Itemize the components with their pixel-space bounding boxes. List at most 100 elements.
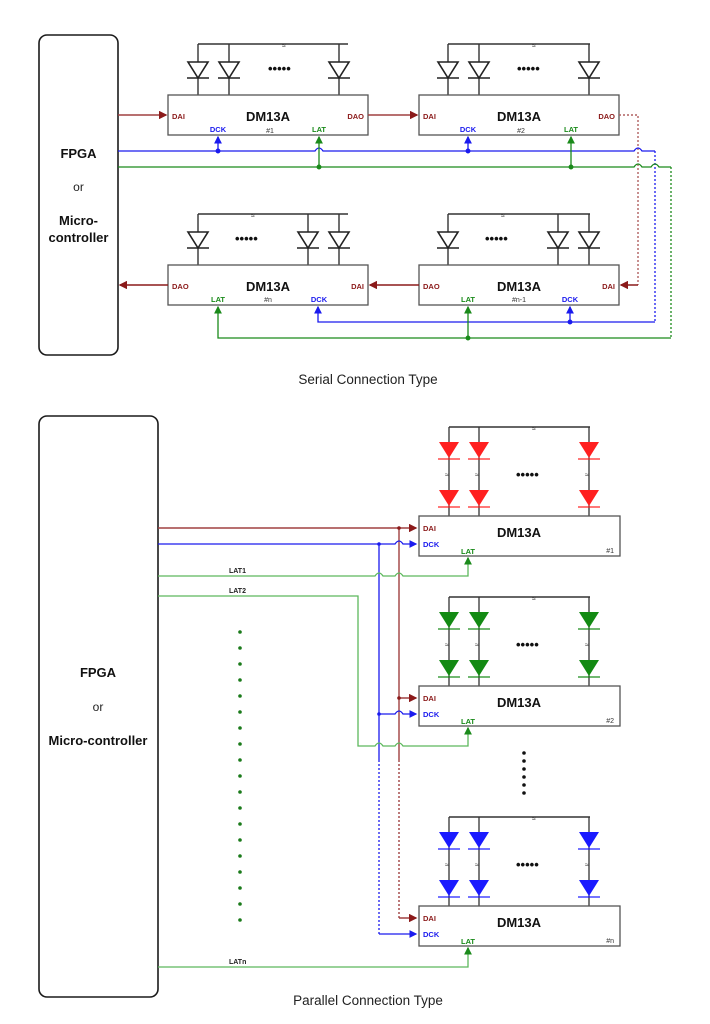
diode-icon [577,231,601,250]
chip-index: #2 [606,718,614,725]
diode-icon [436,61,460,80]
diode-icon [546,231,570,250]
chip-title: DM13A [246,109,291,124]
dot [238,646,242,650]
dot [238,742,242,746]
parallel-controller-box [38,415,159,998]
pin-dck: DCK [562,295,579,304]
dot [238,774,242,778]
chip-body [418,685,621,727]
serial-chip-n: ≈ ••••• DM13A DAO DAI LAT DCK #n [167,213,369,306]
parallel-section: FPGA or Micro-controller ≈ ≈ ≈ ≈ ••••• DM13A D… [38,415,621,1008]
dot [238,758,242,762]
led-ellipsis: ••••• [268,61,291,76]
latch-line-label-1: LAT1 [229,568,246,575]
led-icon [578,490,600,508]
led-ellipsis: ••••• [516,637,539,652]
dot [238,726,242,730]
chip-title: DM13A [246,279,291,294]
parallel-latch-wires [158,556,472,968]
serial-latch-wires [118,135,672,341]
serial-controller-label-2: or [73,180,84,194]
dot [238,886,242,890]
dot [238,662,242,666]
pin-dai: DAI [602,282,615,291]
latch-ellipsis-vertical [238,630,242,922]
pin-dai: DAI [423,112,436,121]
latch-line-label-2: LAT2 [229,588,246,595]
led-icon [468,442,490,460]
pin-dck: DCK [210,125,227,134]
break-symbol: ≈ [585,472,589,479]
break-symbol: ≈ [532,426,536,433]
break-symbol: ≈ [585,642,589,649]
dot [238,902,242,906]
led-ellipsis: ••••• [516,857,539,872]
break-symbol: ≈ [445,642,449,649]
chip-body [418,905,621,947]
break-symbol: ≈ [282,43,286,50]
serial-data-wires [118,110,639,290]
pin-dao: DAO [423,282,440,291]
led-ellipsis: ••••• [485,231,508,246]
chip-index: #2 [517,128,525,135]
led-icon [468,660,490,678]
parallel-data-wires [158,523,418,923]
dot [238,870,242,874]
led-icon [438,612,460,630]
serial-controller-box [38,34,119,356]
break-symbol: ≈ [475,862,479,869]
chip-title: DM13A [497,525,542,540]
chip-index: #1 [606,548,614,555]
dot [238,678,242,682]
parallel-caption: Parallel Connection Type [293,993,443,1008]
dot [238,838,242,842]
pin-dai: DAI [351,282,364,291]
pin-dao: DAO [347,112,364,121]
led-icon [438,832,460,850]
led-icon [438,880,460,898]
led-ellipsis: ••••• [516,467,539,482]
chip-index: #n-1 [512,297,526,304]
led-icon [438,442,460,460]
pin-dai: DAI [423,694,436,703]
pin-dck: DCK [423,540,440,549]
chip-ellipsis-vertical [522,751,526,795]
pin-dck: DCK [311,295,328,304]
pin-lat: LAT [564,125,578,134]
serial-controller-label-4: controller [49,230,109,245]
pin-lat: LAT [461,295,475,304]
parallel-controller-label-2: or [93,700,104,714]
led-ellipsis: ••••• [235,231,258,246]
led-icon [468,832,490,850]
pin-dai: DAI [172,112,185,121]
serial-caption: Serial Connection Type [298,372,437,387]
break-symbol: ≈ [445,862,449,869]
break-symbol: ≈ [532,43,536,50]
led-icon [468,490,490,508]
pin-dao: DAO [598,112,615,121]
pin-lat: LAT [312,125,326,134]
diode-icon [327,231,351,250]
chip-body [418,515,621,557]
pin-dck: DCK [423,930,440,939]
break-symbol: ≈ [475,642,479,649]
parallel-controller-label-1: FPGA [80,665,117,680]
led-icon [578,880,600,898]
break-symbol: ≈ [532,596,536,603]
dot [238,710,242,714]
led-icon [468,880,490,898]
led-icon [578,832,600,850]
serial-chip-n-minus-1: ≈ ••••• DM13A DAO DAI LAT DCK #n-1 [418,213,620,306]
diode-icon [296,231,320,250]
dot [238,790,242,794]
serial-chip-2: ≈ ••••• DM13A DAI DAO DCK LAT #2 [418,43,620,136]
pin-lat: LAT [211,295,225,304]
parallel-controller-label-3: Micro-controller [49,733,148,748]
latch-line-label-n: LATn [229,959,246,966]
led-icon [578,442,600,460]
diode-icon [577,61,601,80]
break-symbol: ≈ [585,862,589,869]
